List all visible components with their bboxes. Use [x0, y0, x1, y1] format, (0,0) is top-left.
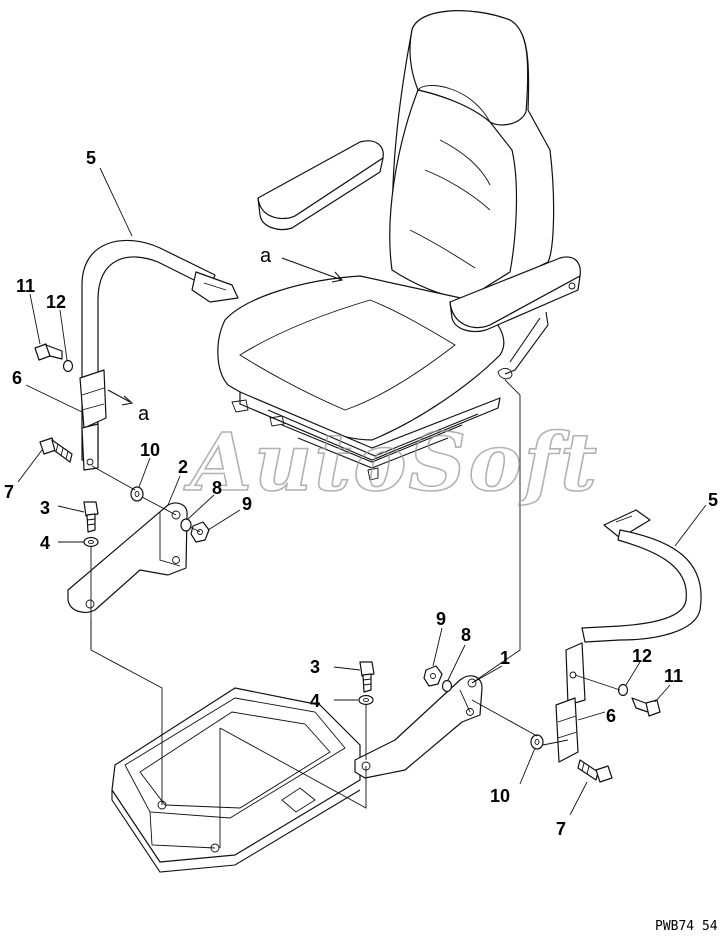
part-label-9-left: 9: [242, 494, 252, 514]
part-label-8-right: 8: [461, 625, 471, 645]
part-label-5-left: 5: [86, 148, 96, 168]
part-label-5-right: 5: [708, 490, 718, 510]
part-label-6-left: 6: [12, 368, 22, 388]
bracket-1: [354, 675, 483, 779]
part-label-3-left: 3: [40, 498, 50, 518]
part-label-4-right: 4: [310, 691, 320, 711]
part-label-7-right: 7: [556, 819, 566, 839]
part-label-3-right: 3: [310, 657, 320, 677]
leader-lines: [17, 167, 707, 848]
bracket-2: [67, 502, 188, 613]
drawing-code: PWB74 54: [655, 919, 718, 934]
part-label-12-right: 12: [632, 646, 652, 666]
seat-belt-left: a: [79, 239, 239, 471]
part-label-2: 2: [178, 457, 188, 477]
fasteners: [34, 343, 661, 783]
watermark-text: AutoSoft: [183, 415, 599, 509]
part-label-7-left: 7: [4, 482, 14, 502]
part-label-8-left: 8: [212, 478, 222, 498]
part-labels: 5 11 12 6 10 7 2 8 9 3 4 5 9 8 1 3 4 12 …: [4, 148, 718, 839]
part-label-1: 1: [500, 648, 510, 668]
part-label-11-left: 11: [16, 276, 35, 296]
part-label-4-left: 4: [40, 533, 50, 553]
part-label-10-left: 10: [140, 440, 160, 460]
part-label-6-right: 6: [606, 706, 616, 726]
part-label-9-right: 9: [436, 609, 446, 629]
callout-a-seat: a: [260, 245, 272, 267]
callout-a-belt: a: [138, 403, 150, 425]
part-label-10-right: 10: [490, 786, 510, 806]
operator-seat: a: [217, 10, 581, 481]
seat-belt-right: [555, 509, 702, 763]
part-label-12-left: 12: [46, 292, 66, 312]
seat-base-plate: [111, 687, 361, 873]
part-label-11-right: 11: [664, 666, 683, 686]
